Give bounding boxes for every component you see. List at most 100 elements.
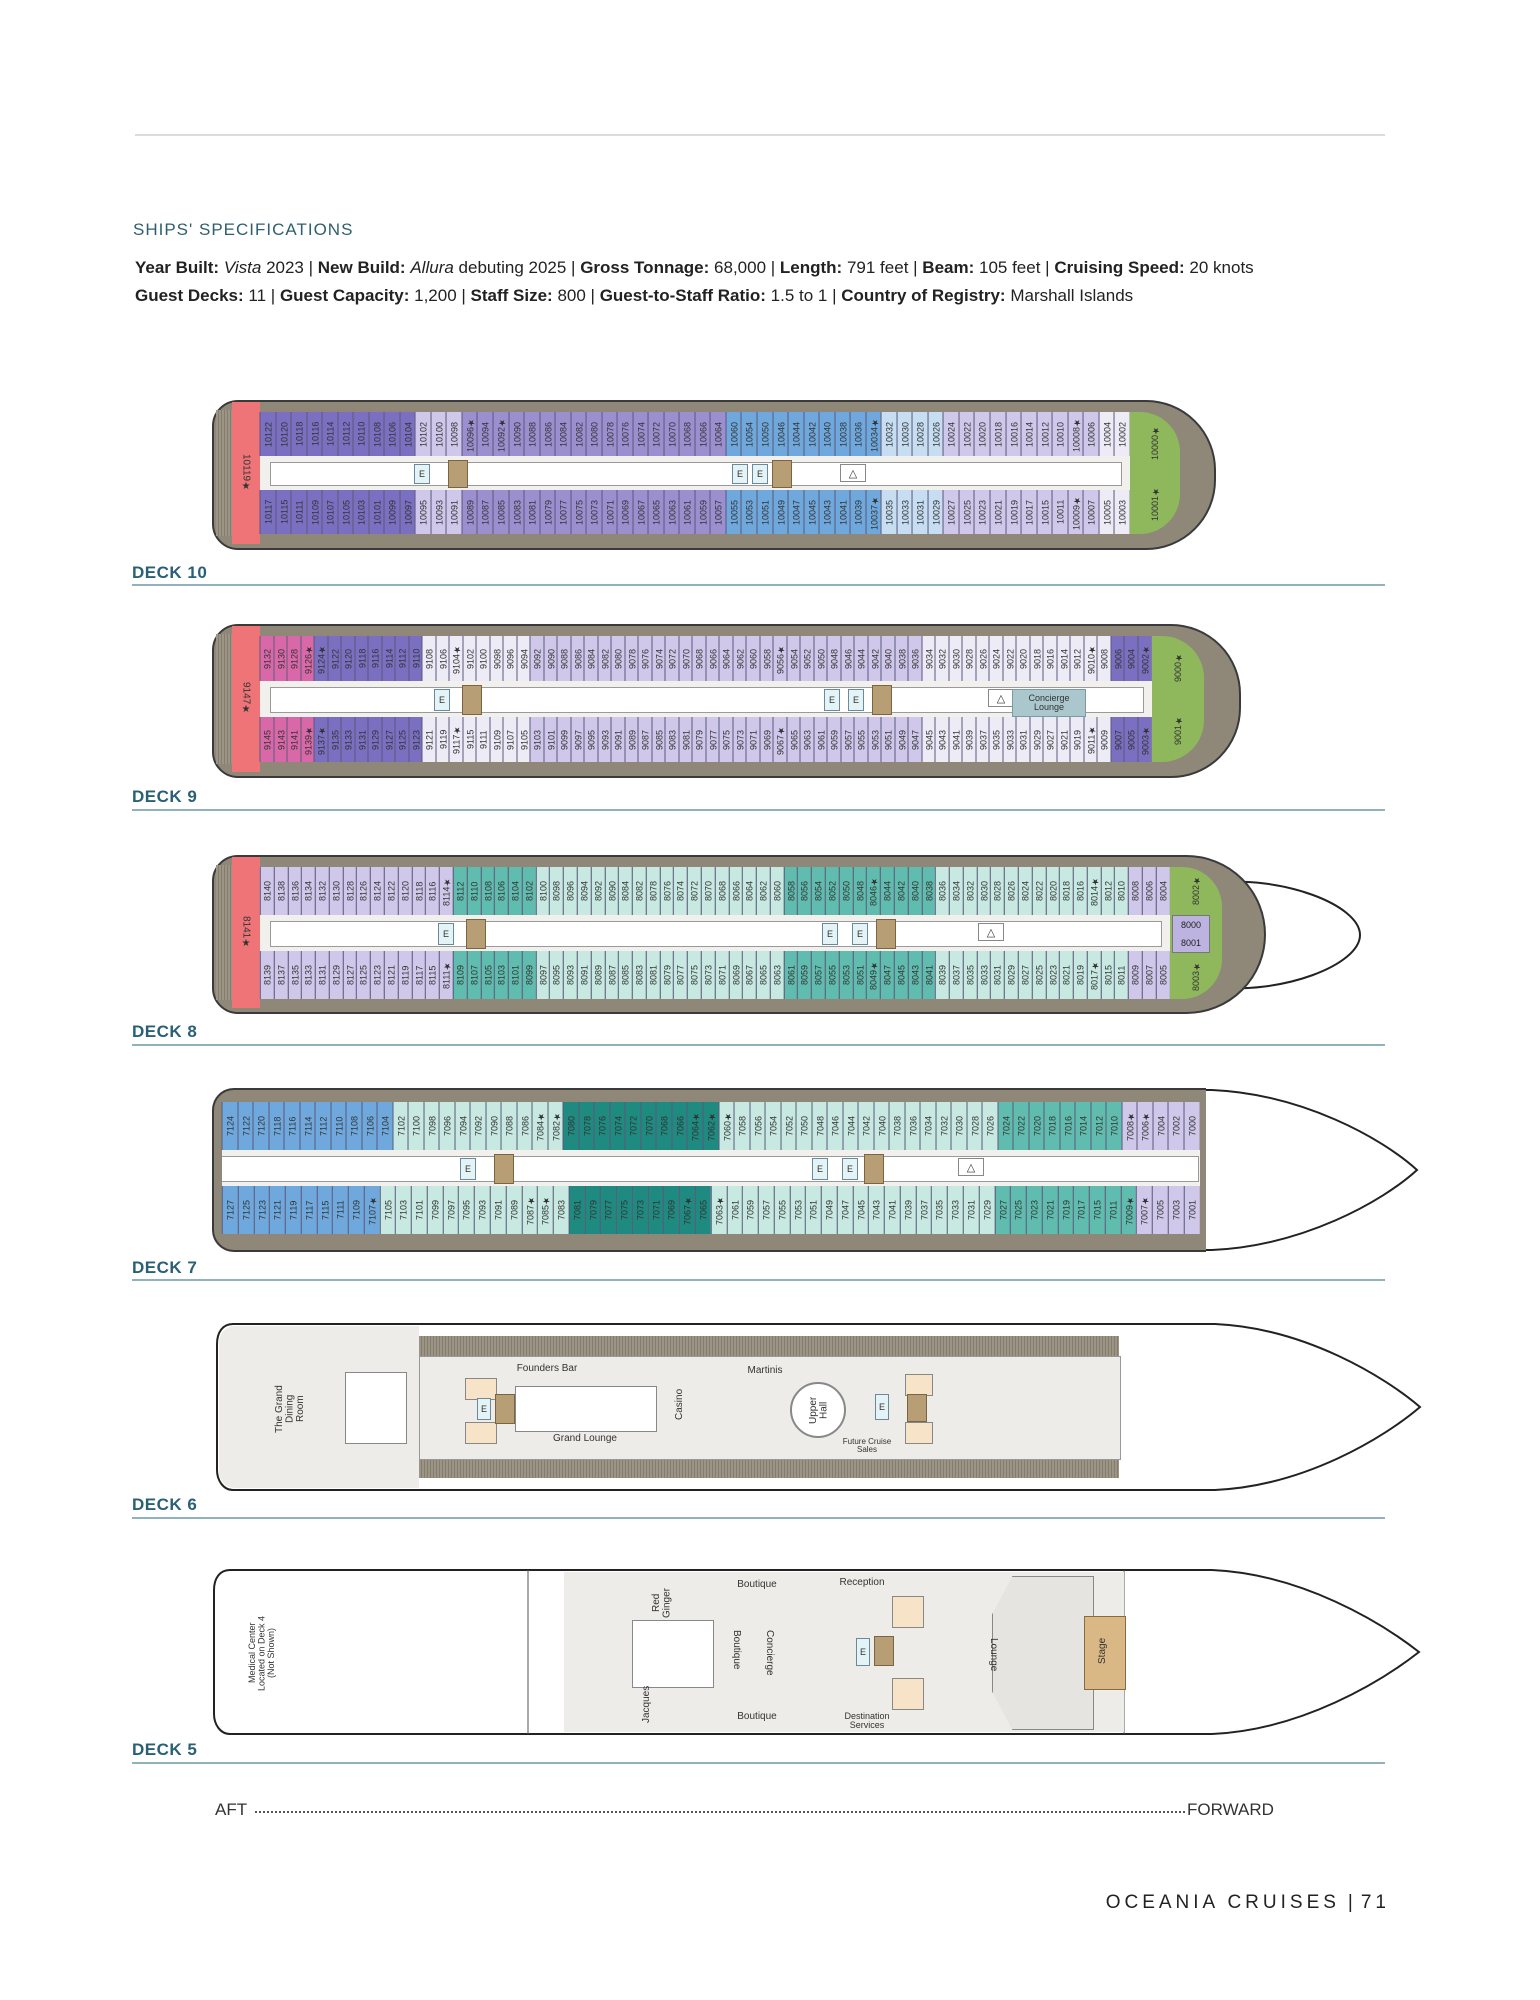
cabin[interactable]: 8028: [990, 867, 1005, 915]
cabin[interactable]: 10033: [896, 490, 913, 534]
cabin[interactable]: 8130: [328, 867, 343, 915]
cabin[interactable]: 7045: [852, 1186, 869, 1234]
cabin[interactable]: 9126★: [300, 636, 314, 681]
cabin[interactable]: 9037: [975, 717, 989, 762]
cabin[interactable]: 9018: [1029, 636, 1043, 681]
cabin[interactable]: 9109: [489, 717, 503, 762]
cabin[interactable]: 10081: [524, 490, 540, 534]
cabin[interactable]: 7110: [330, 1102, 347, 1150]
cabin[interactable]: 10118: [291, 412, 307, 456]
cabin[interactable]: 10006: [1083, 412, 1099, 456]
cabin[interactable]: 8040: [907, 867, 922, 915]
cabin[interactable]: 7073: [631, 1186, 648, 1234]
cabin[interactable]: 8014★: [1086, 867, 1101, 915]
cabin[interactable]: 9112: [395, 636, 409, 681]
cabin[interactable]: 7067★: [679, 1186, 695, 1234]
cabin[interactable]: 7018: [1044, 1102, 1060, 1150]
cabin[interactable]: 8075: [687, 951, 701, 999]
cabin[interactable]: 10031: [912, 490, 928, 534]
cabin[interactable]: 10079: [539, 490, 556, 534]
cabin[interactable]: 7100: [408, 1102, 424, 1150]
cabin[interactable]: 8083: [632, 951, 646, 999]
cabin[interactable]: 8076: [659, 867, 674, 915]
cabin[interactable]: 10090: [508, 412, 525, 456]
cabin[interactable]: 8046★: [866, 867, 881, 915]
cabin[interactable]: 7092: [470, 1102, 486, 1150]
cabin[interactable]: 8032: [962, 867, 977, 915]
cabin[interactable]: 10043: [819, 490, 835, 534]
cabin[interactable]: 7010: [1106, 1102, 1122, 1150]
cabin[interactable]: 10102: [415, 412, 431, 456]
cabin[interactable]: 9141: [287, 717, 301, 762]
cabin[interactable]: 9092: [530, 636, 544, 681]
cabin[interactable]: 8117: [411, 951, 426, 999]
cabin[interactable]: 10117: [260, 490, 276, 534]
cabin[interactable]: 10021: [989, 490, 1006, 534]
cabin[interactable]: 7047: [836, 1186, 853, 1234]
cabin[interactable]: 8087: [604, 951, 619, 999]
cabin[interactable]: 8072: [687, 867, 701, 915]
cabin[interactable]: 9006: [1110, 636, 1124, 681]
cabin[interactable]: 7085★: [537, 1186, 554, 1234]
cabin[interactable]: 7070: [640, 1102, 657, 1150]
cabin[interactable]: 7034: [920, 1102, 936, 1150]
cabin[interactable]: 10065: [648, 490, 664, 534]
cabin[interactable]: 8044: [880, 867, 894, 915]
cabin[interactable]: 9069: [759, 717, 773, 762]
cabin[interactable]: 8027: [1017, 951, 1032, 999]
cabin[interactable]: 9030: [948, 636, 962, 681]
cabin[interactable]: 10042: [803, 412, 820, 456]
cabin[interactable]: 10075: [570, 490, 587, 534]
cabin[interactable]: 9118: [354, 636, 368, 681]
cabin[interactable]: 9129: [368, 717, 382, 762]
cabin[interactable]: 9095: [584, 717, 598, 762]
cabin[interactable]: 9054: [786, 636, 800, 681]
cabin[interactable]: 9085: [651, 717, 665, 762]
cabin[interactable]: 7108: [346, 1102, 362, 1150]
cabin[interactable]: 7000: [1183, 1102, 1200, 1150]
cabin[interactable]: 9064: [719, 636, 733, 681]
cabin[interactable]: 9074: [651, 636, 665, 681]
cabin[interactable]: 7103: [395, 1186, 412, 1234]
cabin[interactable]: 7096: [439, 1102, 455, 1150]
cabin[interactable]: 9067★: [773, 717, 787, 762]
cabin[interactable]: 9072: [665, 636, 679, 681]
cabin[interactable]: 7054: [765, 1102, 781, 1150]
cabin[interactable]: 9130: [273, 636, 287, 681]
cabin[interactable]: 9045: [921, 717, 935, 762]
cabin[interactable]: 8055: [825, 951, 839, 999]
cabin[interactable]: 10076: [617, 412, 633, 456]
cabin[interactable]: 7069: [663, 1186, 680, 1234]
cabin[interactable]: 8023: [1045, 951, 1060, 999]
cabin[interactable]: 8026: [1004, 867, 1018, 915]
cabin[interactable]: 8085: [618, 951, 633, 999]
cabin[interactable]: 8108: [480, 867, 495, 915]
cabin[interactable]: 10091: [446, 490, 462, 534]
cabin[interactable]: 10073: [586, 490, 602, 534]
cabin[interactable]: 9019: [1070, 717, 1084, 762]
cabin[interactable]: 7062★: [702, 1102, 719, 1150]
cabin[interactable]: 9050: [813, 636, 827, 681]
venue-grand-dining-room[interactable]: The Grand Dining Room: [274, 1385, 306, 1433]
cabin[interactable]: 7127: [222, 1186, 238, 1234]
cabin[interactable]: 8016: [1073, 867, 1087, 915]
cabin[interactable]: 8005: [1155, 951, 1170, 999]
cabin[interactable]: 7030: [951, 1102, 967, 1150]
cabin[interactable]: 9084: [584, 636, 598, 681]
cabin[interactable]: 7008★: [1121, 1102, 1138, 1150]
cabin[interactable]: 10108: [368, 412, 385, 456]
cabin[interactable]: 10032: [881, 412, 897, 456]
cabin[interactable]: 9125: [395, 717, 409, 762]
cabin[interactable]: 9016: [1043, 636, 1057, 681]
cabin[interactable]: 7086: [516, 1102, 533, 1150]
cabin[interactable]: 10015: [1036, 490, 1053, 534]
cabin[interactable]: 9089: [624, 717, 638, 762]
cabin[interactable]: 9110: [408, 636, 422, 681]
cabin[interactable]: 7066: [671, 1102, 688, 1150]
cabin[interactable]: 10097: [399, 490, 416, 534]
cabin[interactable]: 9075: [719, 717, 733, 762]
cabin[interactable]: 9044: [854, 636, 868, 681]
cabin[interactable]: 10003: [1114, 490, 1130, 534]
cabin[interactable]: 9042: [867, 636, 881, 681]
cabin[interactable]: 9120: [341, 636, 355, 681]
